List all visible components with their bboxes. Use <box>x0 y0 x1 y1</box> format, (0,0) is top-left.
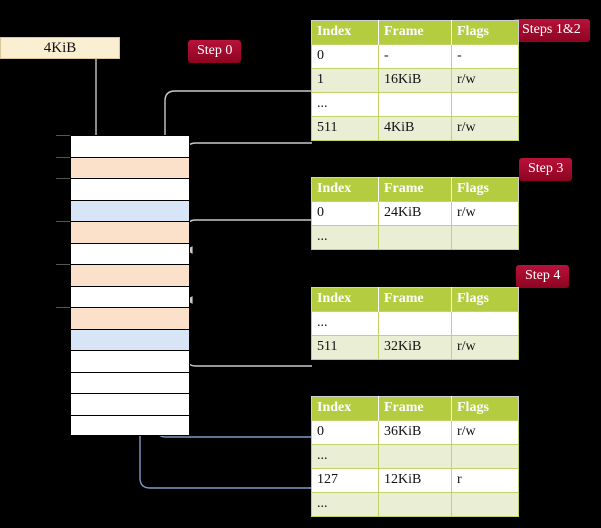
cell-index: ... <box>311 491 379 517</box>
column-header-frame: Frame <box>378 396 452 420</box>
memory-frame-row <box>70 307 190 329</box>
cell-flags: r/w <box>451 115 519 141</box>
cell-flags: r/w <box>451 67 519 93</box>
memory-frame-row <box>70 242 190 264</box>
table-row: ... <box>311 443 519 469</box>
cell-index: ... <box>311 91 379 117</box>
cell-frame <box>378 310 452 336</box>
cell-index: ... <box>311 443 379 469</box>
cell-flags: - <box>451 43 519 69</box>
cell-frame: 4KiB <box>378 115 452 141</box>
column-header-frame: Frame <box>378 287 452 311</box>
step-label-steps12: Steps 1&2 <box>513 19 590 42</box>
cell-index: 127 <box>311 467 379 493</box>
cell-frame: 36KiB <box>378 419 452 445</box>
column-header-index: Index <box>311 177 379 201</box>
column-header-index: Index <box>311 20 379 44</box>
memory-frame-row <box>70 350 190 372</box>
memory-frame-row <box>70 135 190 157</box>
cell-frame: 24KiB <box>378 200 452 226</box>
column-header-flags: Flags <box>451 287 519 311</box>
table-header-row: Index Frame Flags <box>311 287 519 311</box>
cell-flags: r/w <box>451 200 519 226</box>
cell-frame: 16KiB <box>378 67 452 93</box>
cell-frame: 32KiB <box>378 334 452 360</box>
step-label-step4: Step 4 <box>516 265 570 288</box>
table-header-row: Index Frame Flags <box>311 177 519 201</box>
cell-frame <box>378 91 452 117</box>
cell-index: 0 <box>311 200 379 226</box>
memory-frame-row <box>70 285 190 307</box>
column-header-flags: Flags <box>451 396 519 420</box>
memory-frame-row <box>70 264 190 286</box>
physical-memory-column <box>70 135 190 436</box>
table-header-row: Index Frame Flags <box>311 20 519 44</box>
cell-frame <box>378 443 452 469</box>
column-header-frame: Frame <box>378 177 452 201</box>
table-row: 0-- <box>311 43 519 69</box>
cell-flags <box>451 443 519 469</box>
memory-tick <box>56 135 70 136</box>
cell-frame <box>378 491 452 517</box>
memory-frame-row <box>70 414 190 436</box>
column-header-flags: Flags <box>451 20 519 44</box>
cell-index: 511 <box>311 115 379 141</box>
memory-tick <box>56 264 70 265</box>
table-header-row: Index Frame Flags <box>311 396 519 420</box>
cell-flags <box>451 310 519 336</box>
cell-frame <box>378 224 452 250</box>
memory-tick <box>56 307 70 308</box>
column-header-frame: Frame <box>378 20 452 44</box>
table-row: ... <box>311 491 519 517</box>
source-size-label: 4KiB <box>43 39 77 56</box>
cell-frame: 12KiB <box>378 467 452 493</box>
cell-flags <box>451 491 519 517</box>
column-header-flags: Flags <box>451 177 519 201</box>
memory-tick <box>56 178 70 179</box>
cell-flags <box>451 224 519 250</box>
cell-index: ... <box>311 224 379 250</box>
table-row: ... <box>311 224 519 250</box>
memory-frame-row <box>70 393 190 415</box>
memory-tick <box>56 221 70 222</box>
table-row: ... <box>311 310 519 336</box>
memory-frame-row <box>70 178 190 200</box>
column-header-index: Index <box>311 287 379 311</box>
cell-flags: r <box>451 467 519 493</box>
memory-tick <box>56 156 70 158</box>
step-label-step0: Step 0 <box>188 40 242 63</box>
cell-flags: r/w <box>451 419 519 445</box>
memory-frame-row <box>70 221 190 243</box>
cell-index: 0 <box>311 43 379 69</box>
memory-frame-row <box>70 371 190 393</box>
cell-index: 1 <box>311 67 379 93</box>
table-row: ... <box>311 91 519 117</box>
source-size-box: 4KiB <box>0 37 120 59</box>
memory-frame-row <box>70 199 190 221</box>
column-header-index: Index <box>311 396 379 420</box>
cell-index: 0 <box>311 419 379 445</box>
cell-index: 511 <box>311 334 379 360</box>
memory-frame-row <box>70 328 190 350</box>
cell-flags <box>451 91 519 117</box>
cell-flags: r/w <box>451 334 519 360</box>
cell-index: ... <box>311 310 379 336</box>
memory-frame-row <box>70 156 190 178</box>
step-label-step3: Step 3 <box>519 158 573 181</box>
cell-frame: - <box>378 43 452 69</box>
